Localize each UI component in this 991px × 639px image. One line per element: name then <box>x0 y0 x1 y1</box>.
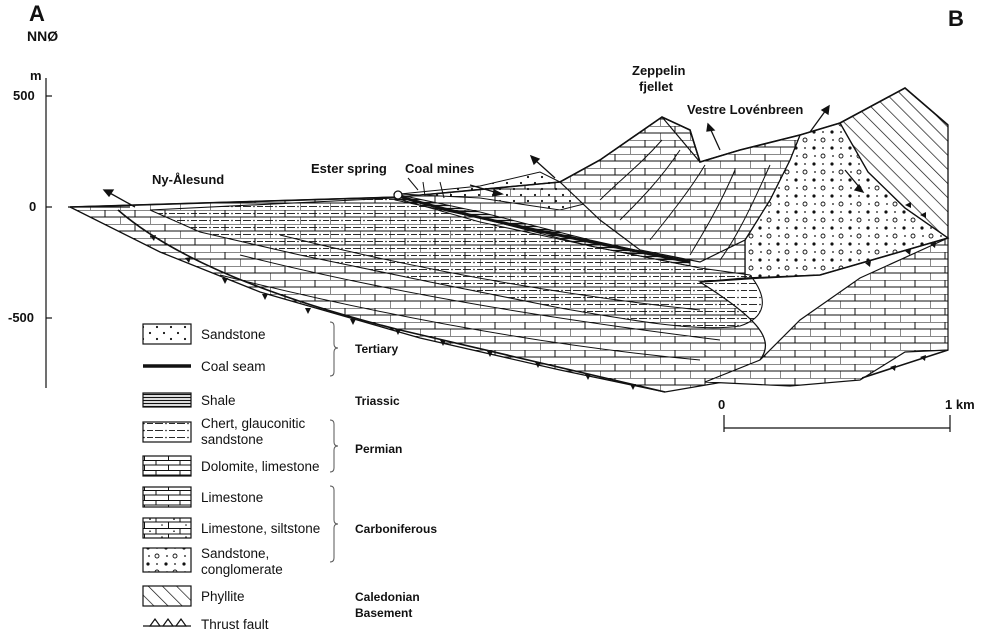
legend-swatch-sandstone <box>143 324 191 344</box>
legend-label-conglomerate-line2: conglomerate <box>201 562 283 577</box>
legend-brackets <box>330 322 338 562</box>
legend-swatch-limestone <box>143 487 191 507</box>
legend-label-coal-seam: Coal seam <box>201 359 266 374</box>
legend-label-shale: Shale <box>201 393 236 408</box>
section-end-a: A <box>29 3 45 25</box>
place-zeppelin-line1: Zeppelin <box>632 64 685 78</box>
scale-bar <box>724 415 950 432</box>
legend-swatch-chert <box>143 422 191 442</box>
elevation-axis <box>46 78 52 388</box>
place-ny-alesund: Ny-Ålesund <box>152 173 224 187</box>
scale-end-label: 1 km <box>945 398 975 412</box>
age-permian: Permian <box>355 442 402 456</box>
age-caledonian-line2: Basement <box>355 606 412 620</box>
ester-spring-pointer <box>408 178 418 190</box>
legend-swatch-limestone-siltstone <box>143 518 191 538</box>
scale-start-label: 0 <box>718 398 725 412</box>
axis-tick-500: 500 <box>13 89 35 103</box>
legend-swatch-shale <box>143 393 191 407</box>
legend-swatches <box>143 324 191 626</box>
legend-label-conglomerate-line1: Sandstone, <box>201 546 269 561</box>
legend-swatch-conglomerate <box>143 548 191 572</box>
ester-spring-marker <box>394 191 402 199</box>
legend-label-limestone: Limestone <box>201 490 263 505</box>
legend-label-sandstone: Sandstone <box>201 327 266 342</box>
legend-label-phyllite: Phyllite <box>201 589 245 604</box>
legend-label-chert-line1: Chert, glauconitic <box>201 416 305 431</box>
axis-unit-label: m <box>30 69 42 83</box>
age-carboniferous: Carboniferous <box>355 522 437 536</box>
place-vestre-lovenbreen: Vestre Lovénbreen <box>687 103 803 117</box>
age-triassic: Triassic <box>355 394 400 408</box>
place-coal-mines: Coal mines <box>405 162 474 176</box>
legend-label-chert-line2: sandstone <box>201 432 263 447</box>
legend-swatch-dolomite <box>143 456 191 476</box>
place-ester-spring: Ester spring <box>311 162 387 176</box>
place-zeppelin-line2: fjellet <box>639 80 673 94</box>
age-caledonian-line1: Caledonian <box>355 590 420 604</box>
section-end-b: B <box>948 8 964 30</box>
legend-swatch-phyllite <box>143 586 191 606</box>
legend-label-dolomite: Dolomite, limestone <box>201 459 320 474</box>
axis-tick-minus500: -500 <box>8 311 34 325</box>
direction-label: NNØ <box>27 29 58 43</box>
legend-label-thrust-fault: Thrust fault <box>201 617 269 632</box>
age-tertiary: Tertiary <box>355 342 398 356</box>
axis-tick-0: 0 <box>29 200 36 214</box>
legend-label-limestone-siltstone: Limestone, siltstone <box>201 521 320 536</box>
legend-swatch-thrust-fault <box>143 619 191 626</box>
